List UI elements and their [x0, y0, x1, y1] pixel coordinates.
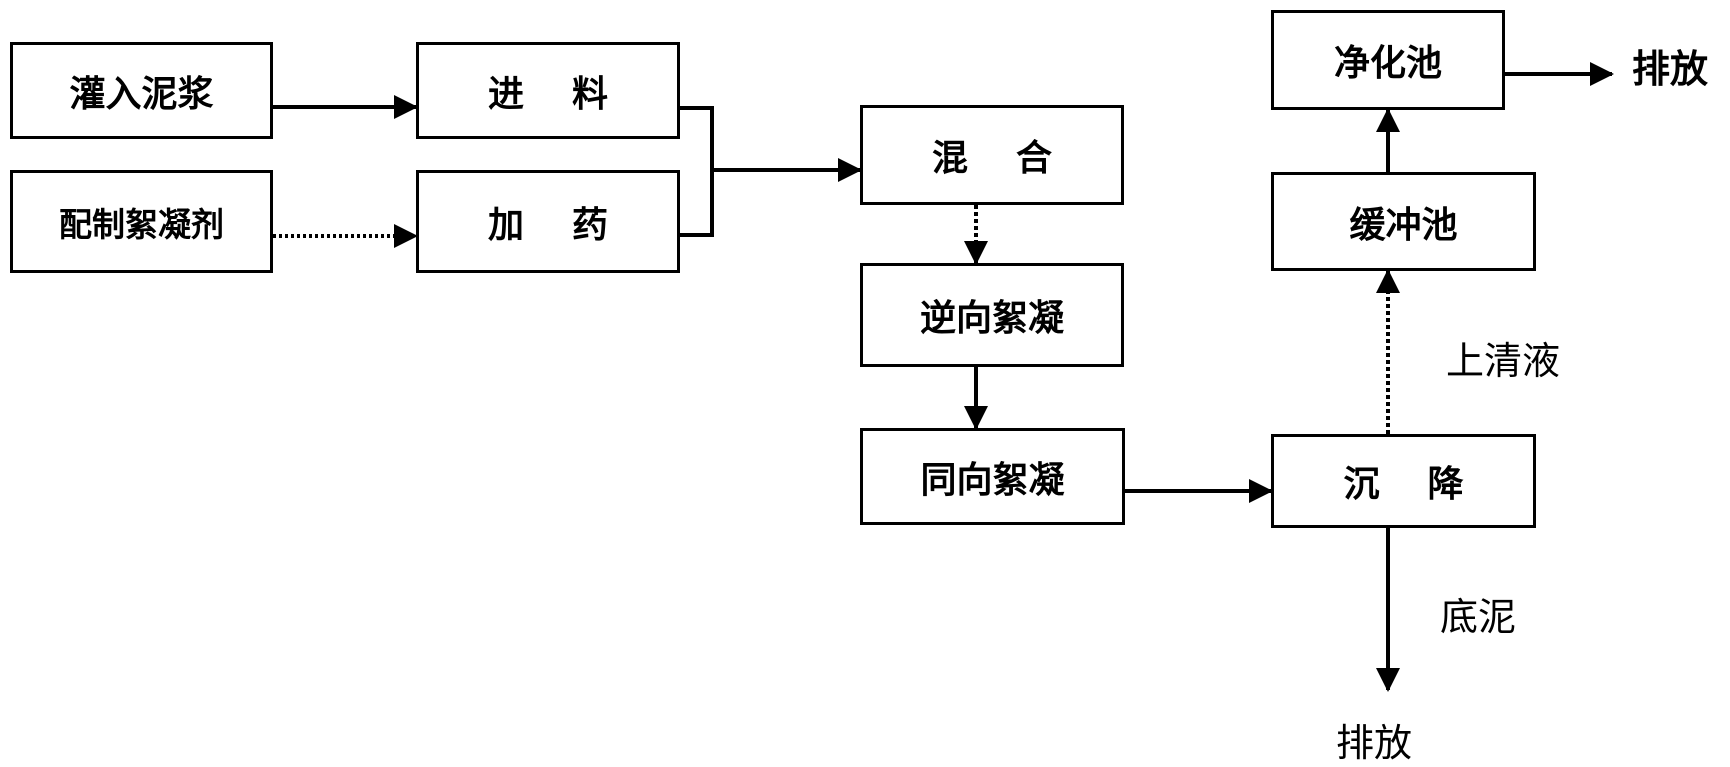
node-purification-tank: 净化池: [1271, 10, 1505, 110]
node-buffer-tank: 缓冲池: [1271, 172, 1536, 271]
node-prepare-flocculant: 配制絮凝剂: [10, 170, 273, 273]
node-mixing: 混合: [860, 105, 1124, 205]
node-dosing: 加药: [416, 170, 680, 273]
node-inject-slurry: 灌入泥浆: [10, 42, 273, 139]
node-forward-flocculation-label: 同向絮凝: [920, 459, 1065, 501]
label-discharge-top: 排放: [1632, 47, 1709, 91]
node-forward-flocculation: 同向絮凝: [860, 428, 1125, 525]
node-buffer-tank-label: 缓冲池: [1349, 204, 1458, 246]
node-settling-label: 沉降: [1343, 464, 1512, 505]
node-settling: 沉降: [1271, 434, 1536, 528]
node-reverse-flocculation-label: 逆向絮凝: [919, 298, 1064, 339]
node-dosing-label: 加药: [487, 204, 656, 246]
node-mixing-label: 混合: [931, 138, 1100, 179]
merge-bracket: [680, 106, 714, 237]
node-prepare-flocculant-label: 配制絮凝剂: [59, 204, 224, 244]
node-reverse-flocculation: 逆向絮凝: [860, 263, 1124, 367]
node-purification-tank-label: 净化池: [1333, 43, 1442, 84]
label-discharge-bottom: 排放: [1336, 721, 1413, 765]
label-bottom-sludge: 底泥: [1440, 595, 1517, 639]
node-feed: 进料: [416, 42, 680, 139]
label-supernatant: 上清液: [1446, 339, 1561, 383]
node-feed-label: 进料: [487, 73, 656, 115]
node-inject-slurry-label: 灌入泥浆: [69, 73, 214, 115]
